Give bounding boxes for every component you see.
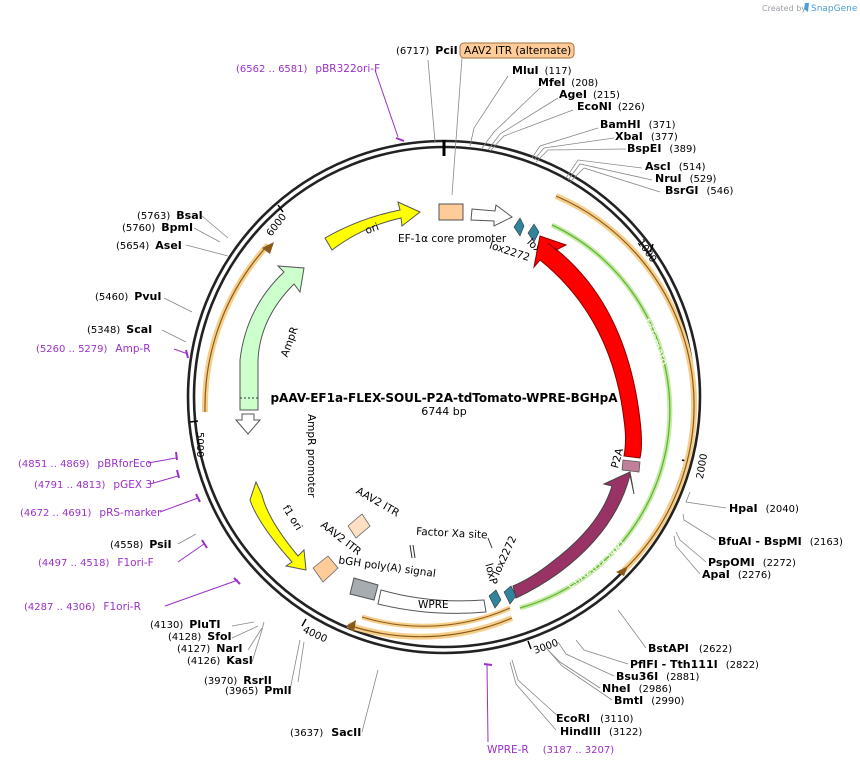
itr-outer-box xyxy=(312,555,339,583)
enzyme-pvui: (5460)PvuI xyxy=(95,290,161,303)
enzyme-agei: AgeI(215) xyxy=(559,88,620,101)
enzyme-asei: (5654)AseI xyxy=(116,239,182,252)
itr-alt-label: AAV2 ITR (alternate) xyxy=(464,45,571,57)
enzyme-hindiii: HindIII(3122) xyxy=(560,725,642,738)
tdtomato-feature xyxy=(533,235,642,459)
enzyme-pspomi: PspOMI(2272) xyxy=(708,556,796,569)
enzyme-nhei: NheI(2986) xyxy=(602,682,672,695)
lox2272-bottom-feature xyxy=(503,585,517,605)
enzyme-nrui: NruI(529) xyxy=(655,172,717,185)
primer-wpre-r: WPRE-R(3187 .. 3207) xyxy=(487,744,614,756)
orange-arc-bottom-arrow xyxy=(346,620,356,632)
orange-arc-left-arrow xyxy=(262,242,274,254)
enzyme-econi: EcoNI(226) xyxy=(577,100,645,113)
enzyme-asci: AscI(514) xyxy=(645,160,706,173)
ampr-feature xyxy=(239,265,305,411)
plasmid-size: 6744 bp xyxy=(421,405,466,418)
enzyme-scai: (5348)ScaI xyxy=(87,323,152,336)
enzyme-bstapi: BstAPI(2622) xyxy=(648,642,732,655)
ef1a-label: EF-1α core promoter xyxy=(398,233,507,245)
wpre-feature xyxy=(377,589,487,614)
bgh-label: bGH poly(A) signal xyxy=(338,554,437,580)
enzyme-bsu36i: Bsu36I(2881) xyxy=(616,670,700,683)
enzyme-mlui: MluI(117) xyxy=(512,64,572,77)
plasmid-name: pAAV-EF1a-FLEX-SOUL-P2A-tdTomato-WPRE-BG… xyxy=(270,391,618,405)
primer-labels: (6562 .. 6581)pBR322ori-F (5260 .. 5279)… xyxy=(18,63,614,756)
primer-pbr322ori-f: (6562 .. 6581)pBR322ori-F xyxy=(236,63,380,75)
enzyme-sacii: (3637)SacII xyxy=(290,726,361,739)
itr-inner-box xyxy=(347,513,371,539)
loxp-bottom-feature xyxy=(488,589,502,609)
ampr-promoter-feature xyxy=(234,413,262,435)
enzyme-pcii: (6717)PciI xyxy=(396,44,458,57)
outer-arcs xyxy=(201,193,698,640)
ori-feature xyxy=(324,201,421,251)
wpre-label: WPRE xyxy=(418,599,449,611)
tick-5000: 5000 xyxy=(194,432,205,457)
primer-f1ori-r: (4287 .. 4306)F1ori-R xyxy=(24,601,141,613)
tick-3000: 3000 xyxy=(532,638,560,657)
ampr-label: AmpR xyxy=(279,325,301,359)
itr-alt-callout: AAV2 ITR (alternate) xyxy=(451,42,575,196)
lox2272-top-feature xyxy=(513,217,525,237)
f1ori-label: f1 ori xyxy=(280,503,305,533)
enzyme-labels: (6717)PciI MluI(117) MfeI(208) AgeI(215)… xyxy=(87,44,843,739)
ampr-promoter-label: AmpR promoter xyxy=(305,414,317,498)
enzyme-pmli: (3965)PmlI xyxy=(225,684,292,697)
p2a-feature xyxy=(621,459,641,473)
enzyme-bpmi: (5760)BpmI xyxy=(122,221,193,234)
itr-top-box xyxy=(438,203,464,221)
chr2-feature xyxy=(512,471,635,599)
enzyme-xbai: XbaI(377) xyxy=(615,130,678,143)
primer-pbrforeco: (4851 .. 4869)pBRforEco xyxy=(18,458,152,470)
enzyme-pluti: (4130)PluTI xyxy=(150,618,221,631)
p2a-label: P2A xyxy=(609,446,626,469)
f1ori-feature xyxy=(249,480,307,571)
enzyme-bsai: (5763)BsaI xyxy=(137,209,203,222)
ef1a-promoter-feature xyxy=(470,204,513,227)
green-arc xyxy=(519,222,673,611)
loxp-top-feature xyxy=(527,223,540,243)
credit-created-by: Created by xyxy=(762,4,806,13)
enzyme-bsrgi: BsrGI(546) xyxy=(665,184,733,197)
enzyme-bmti: BmtI(2990) xyxy=(614,694,685,707)
enzyme-hpai: HpaI(2040) xyxy=(729,502,799,515)
itr-inner-label: AAV2 ITR xyxy=(354,485,402,519)
tick-2000: 2000 xyxy=(695,453,710,480)
enzyme-nari: (4127)NarI xyxy=(177,642,242,655)
enzyme-bamhi: BamHI(371) xyxy=(600,118,676,131)
enzyme-psii: (4558)PsiI xyxy=(110,538,172,551)
enzyme-apai: ApaI(2276) xyxy=(702,568,771,581)
primer-leaders xyxy=(147,69,493,743)
tick-6000: 6000 xyxy=(265,212,289,239)
orange-arc-right-arrow xyxy=(616,566,628,576)
plasmid-title-group: pAAV-EF1a-FLEX-SOUL-P2A-tdTomato-WPRE-BG… xyxy=(270,391,618,418)
lox2272-bottom-label: lox2272 xyxy=(491,534,520,577)
enzyme-bfuai-bspmi: BfuAI - BspMI(2163) xyxy=(718,535,843,548)
primer-prs-marker: (4672 .. 4691)pRS-marker xyxy=(20,507,162,519)
bgh-feature xyxy=(349,577,379,601)
enzyme-mfei: MfeI(208) xyxy=(538,76,598,89)
primer-pgex-3: (4791 .. 4813)pGEX 3' xyxy=(34,479,155,491)
ori-label: ori xyxy=(364,221,381,237)
factor-xa-mark xyxy=(487,537,493,549)
tick-4000: 4000 xyxy=(301,625,329,646)
snapgene-logo-icon xyxy=(804,3,809,12)
factor-xa-label: Factor Xa site xyxy=(416,526,488,542)
primer-amp-r: (5260 .. 5279)Amp-R xyxy=(36,343,151,355)
primer-f1ori-f: (4497 .. 4518)F1ori-F xyxy=(38,557,154,569)
enzyme-bspei: BspEI(389) xyxy=(627,142,696,155)
loxp-bottom-label: loxP xyxy=(482,562,499,586)
enzyme-leaders xyxy=(161,59,727,733)
enzyme-sfoi: (4128)SfoI xyxy=(168,630,232,643)
enzyme-kasi: (4126)KasI xyxy=(187,654,253,667)
enzyme-pflfi-tth111i: PflFI - Tth111I(2822) xyxy=(630,658,759,671)
enzyme-ecori: EcoRI(3110) xyxy=(556,712,634,725)
credit-brand: SnapGene xyxy=(811,4,858,14)
snapgene-credit: Created by SnapGene xyxy=(762,3,858,14)
enzyme-rsrii: (3970)RsrII xyxy=(204,674,272,687)
tdtomato-label: tdTomato xyxy=(640,317,669,367)
